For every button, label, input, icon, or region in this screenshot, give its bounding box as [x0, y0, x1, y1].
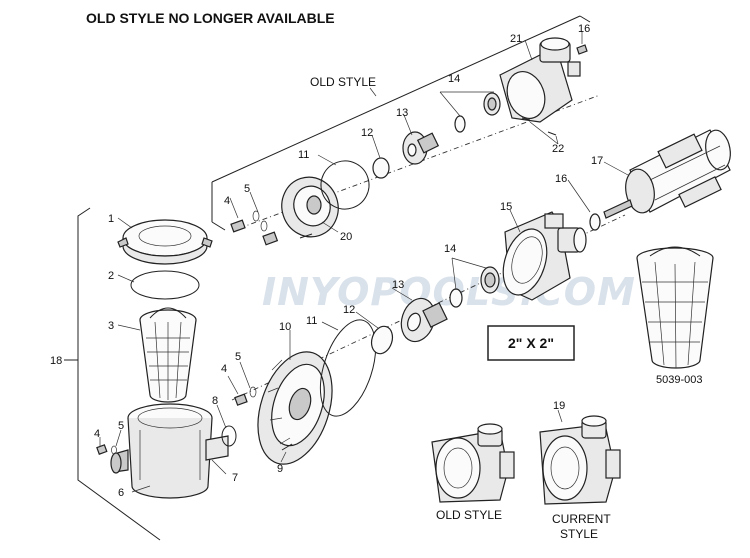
old-style-group-label: OLD STYLE [310, 75, 376, 89]
part-number-label: 17 [591, 155, 603, 167]
part-number-label: 16 [578, 23, 590, 35]
page-title: OLD STYLE NO LONGER AVAILABLE [86, 10, 335, 26]
part-number-label: 4 [94, 428, 100, 440]
strainer-housing [110, 403, 229, 499]
housing-o-ring-lower [319, 319, 377, 417]
upper-fitting [262, 231, 279, 246]
part-number-label: 15 [500, 201, 512, 213]
impeller-upper [402, 131, 440, 165]
seal-plate-lower [257, 351, 333, 465]
current-style-pump [539, 415, 621, 505]
old-style-pump [431, 423, 515, 503]
part-number-label: 3 [108, 320, 114, 332]
part-number-label: 14 [448, 73, 460, 85]
part-number-label: 10 [279, 321, 291, 333]
part-number-label: 16 [555, 173, 567, 185]
plug-upper [230, 210, 268, 233]
strainer-lid [117, 219, 213, 265]
seal-plate-upper [281, 176, 339, 238]
pump-housing-lower [502, 211, 587, 301]
part-number-label: 4 [221, 363, 227, 375]
plug-mid [234, 386, 257, 406]
old-style-caption: OLD STYLE [436, 508, 502, 522]
part-number-label: 13 [392, 279, 404, 291]
part-number-label: 14 [444, 243, 456, 255]
svg-text:2" X 2": 2" X 2" [508, 335, 554, 351]
part-number-label: 22 [552, 143, 564, 155]
old-style-bracket [211, 15, 591, 231]
part-number-label: 6 [118, 487, 124, 499]
watermark-text: INYOPOOLS.COM [262, 270, 636, 314]
size-box: 2" X 2" [487, 325, 575, 361]
part-number-label: 5 [118, 420, 124, 432]
basket-part-number: 5039-003 [656, 374, 703, 386]
impeller-lower [400, 297, 448, 343]
part-number-label: 12 [343, 304, 355, 316]
part-number-label: 19 [553, 400, 565, 412]
drain-plug [96, 444, 117, 455]
part-number-label: 18 [50, 355, 62, 367]
bracket-18 [64, 207, 161, 541]
part-number-label: 5 [235, 351, 241, 363]
current-style-caption-1: CURRENT [552, 512, 611, 526]
wear-ring-lower [370, 325, 394, 355]
part-number-label: 12 [361, 127, 373, 139]
screw-upper [299, 233, 313, 239]
part-number-label: 20 [340, 231, 352, 243]
part-number-label: 21 [510, 33, 522, 45]
part-number-label: 7 [232, 472, 238, 484]
part-number-label: 9 [277, 463, 283, 475]
strainer-basket [139, 307, 197, 403]
part-number-label: 5 [244, 183, 250, 195]
leader-lines [99, 32, 629, 493]
part-number-label: 1 [108, 213, 114, 225]
screw [281, 443, 293, 451]
lid-o-ring [130, 270, 200, 300]
plug-16-upper [576, 44, 588, 55]
pump-housing-upper [499, 37, 581, 123]
current-style-caption-2: STYLE [560, 527, 598, 541]
housing-bolts [521, 117, 557, 136]
housing-o-ring-upper [320, 160, 370, 210]
part-number-label: 13 [396, 107, 408, 119]
part-number-label: 11 [298, 149, 309, 161]
drain-o-ring [589, 213, 601, 231]
part-number-label: 8 [212, 395, 218, 407]
part-number-label: 4 [224, 195, 230, 207]
motor [603, 129, 731, 219]
adapter-o-ring [221, 425, 237, 447]
part-number-label: 2 [108, 270, 114, 282]
wear-ring-upper [372, 157, 390, 179]
part-number-label: 11 [306, 315, 317, 327]
replacement-basket-5039-003 [636, 246, 714, 369]
shaft-seal-upper [454, 92, 501, 133]
